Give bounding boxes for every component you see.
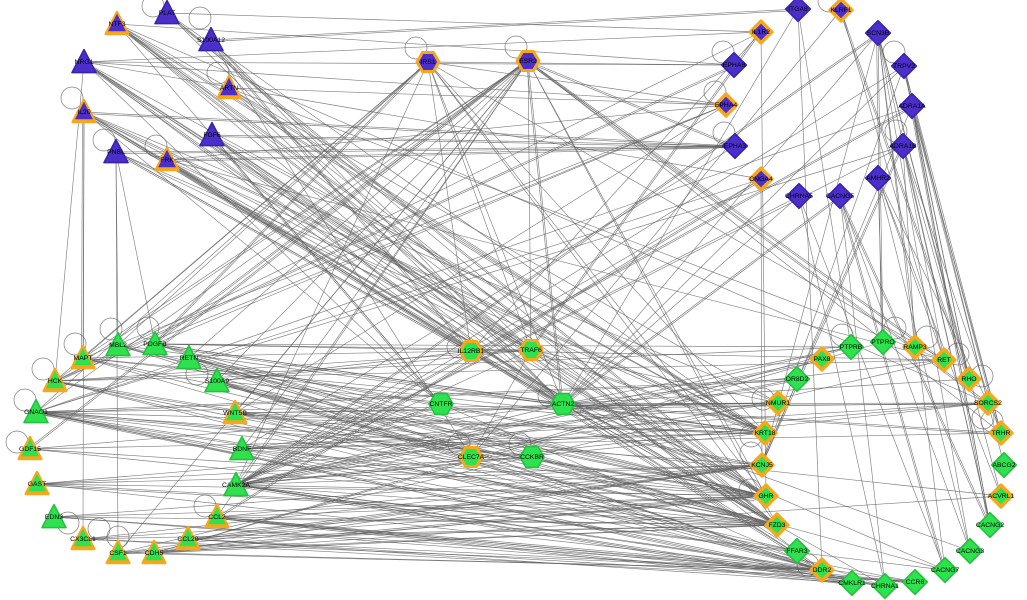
- svg-text:GHR: GHR: [758, 493, 773, 500]
- svg-text:PLAT: PLAT: [159, 10, 176, 17]
- svg-text:EDN3: EDN3: [45, 514, 63, 521]
- svg-text:DDR2: DDR2: [813, 567, 832, 574]
- svg-text:AMHR2: AMHR2: [866, 175, 890, 182]
- svg-text:TRHR: TRHR: [992, 430, 1011, 437]
- svg-text:KLRF1: KLRF1: [830, 7, 851, 14]
- svg-text:KRT18: KRT18: [754, 430, 775, 437]
- svg-text:FZD3: FZD3: [769, 522, 786, 529]
- svg-text:CLEC7A: CLEC7A: [458, 454, 485, 461]
- svg-text:SCN3B: SCN3B: [867, 30, 890, 37]
- svg-text:CACNG7: CACNG7: [931, 567, 960, 574]
- svg-text:TRAF6: TRAF6: [520, 347, 542, 354]
- svg-text:S100A9: S100A9: [205, 378, 229, 385]
- svg-text:RET: RET: [937, 357, 951, 364]
- svg-text:EPHA4: EPHA4: [715, 102, 738, 109]
- svg-text:ABCG2: ABCG2: [992, 462, 1015, 469]
- svg-text:OR8D2: OR8D2: [786, 376, 809, 383]
- svg-text:PNBL: PNBL: [107, 149, 125, 156]
- svg-text:WNT5B: WNT5B: [223, 410, 247, 417]
- svg-text:ACVRL1: ACVRL1: [988, 493, 1015, 500]
- svg-text:CX3CL1: CX3CL1: [70, 536, 96, 543]
- svg-text:CCL2: CCL2: [208, 514, 226, 521]
- svg-text:CNTFR: CNTFR: [429, 401, 452, 408]
- svg-text:CHRNA5: CHRNA5: [785, 193, 813, 200]
- svg-text:GDF15: GDF15: [19, 446, 41, 453]
- svg-text:ADRA1A: ADRA1A: [898, 103, 926, 110]
- svg-text:PDGFB: PDGFB: [143, 341, 167, 348]
- svg-text:NMUR1: NMUR1: [766, 400, 790, 407]
- svg-text:EPHA8: EPHA8: [723, 62, 746, 69]
- svg-text:CMKLR1: CMKLR1: [838, 580, 866, 587]
- svg-text:ESR2: ESR2: [519, 58, 537, 65]
- svg-text:FFAR3: FFAR3: [786, 548, 807, 555]
- svg-text:GAST: GAST: [28, 481, 47, 488]
- svg-text:CCR6: CCR6: [906, 579, 925, 586]
- svg-text:CNGA4: CNGA4: [749, 176, 773, 183]
- svg-text:BDNF: BDNF: [233, 446, 252, 453]
- svg-text:SORCS2: SORCS2: [974, 400, 1002, 407]
- svg-text:IL1R2: IL1R2: [752, 29, 770, 36]
- svg-text:IL20: IL20: [77, 109, 90, 116]
- svg-text:CACNG3: CACNG3: [956, 548, 985, 555]
- svg-text:PTPRO: PTPRO: [871, 339, 894, 346]
- svg-text:CAMK2A: CAMK2A: [222, 482, 250, 489]
- svg-text:KCNJ5: KCNJ5: [751, 462, 773, 469]
- svg-text:IRS1: IRS1: [420, 59, 435, 66]
- svg-text:ARTN: ARTN: [220, 85, 238, 92]
- svg-text:FGF6: FGF6: [203, 132, 221, 139]
- svg-text:ADRA1B: ADRA1B: [889, 143, 917, 150]
- svg-text:EPHA3: EPHA3: [724, 143, 747, 150]
- svg-text:CCKBR: CCKBR: [520, 454, 544, 461]
- svg-text:CACNG2: CACNG2: [976, 522, 1005, 529]
- svg-text:TRPV2: TRPV2: [893, 63, 915, 70]
- svg-text:RHO: RHO: [961, 376, 976, 383]
- svg-text:S100A12: S100A12: [197, 37, 225, 44]
- svg-text:CSF1: CSF1: [109, 550, 127, 557]
- svg-text:CACNG5: CACNG5: [826, 193, 855, 200]
- svg-text:FRK: FRK: [160, 157, 174, 164]
- svg-text:MAPT: MAPT: [74, 355, 93, 362]
- svg-text:RETN: RETN: [180, 355, 199, 362]
- svg-text:ACTN2: ACTN2: [552, 401, 575, 408]
- svg-text:NRG1: NRG1: [75, 59, 94, 66]
- svg-text:IL12RB1: IL12RB1: [458, 348, 485, 355]
- svg-text:ITGA8: ITGA8: [788, 6, 808, 13]
- svg-text:PTPRB: PTPRB: [840, 344, 863, 351]
- svg-text:RAMP3: RAMP3: [903, 344, 927, 351]
- svg-text:CDH5: CDH5: [145, 550, 164, 557]
- svg-text:CCL20: CCL20: [177, 536, 198, 543]
- svg-text:HCK: HCK: [48, 378, 63, 385]
- svg-text:MBL2: MBL2: [109, 342, 127, 349]
- svg-text:NTF3: NTF3: [109, 21, 126, 28]
- svg-text:GNAO1: GNAO1: [24, 409, 48, 416]
- svg-text:CHRNA1: CHRNA1: [871, 583, 899, 590]
- svg-text:PAX8: PAX8: [814, 356, 831, 363]
